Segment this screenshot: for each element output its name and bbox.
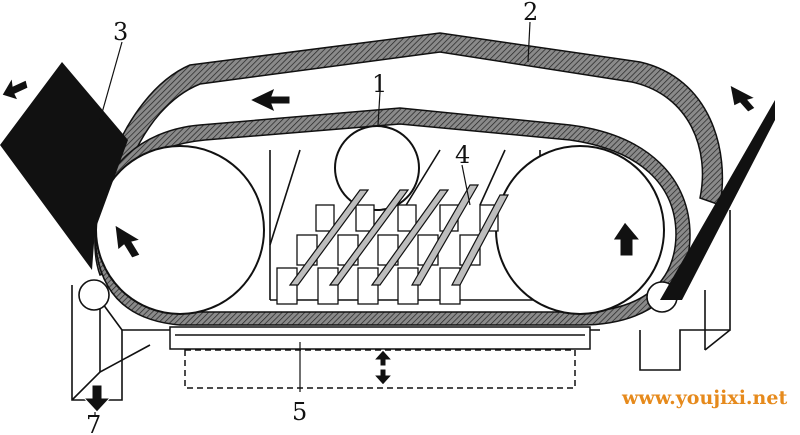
arrow-platen-up — [372, 349, 394, 367]
right-drum — [495, 145, 665, 315]
label-3: 3 — [113, 18, 128, 46]
arrow-feed — [1, 76, 29, 101]
label-5: 5 — [292, 398, 307, 426]
label-7: 7 — [86, 411, 101, 435]
arrow-right-top — [729, 84, 757, 113]
arrow-top-left — [248, 87, 291, 113]
heating-rails — [288, 184, 509, 286]
leader-lines — [94, 21, 531, 415]
watermark-text: www.youjixi.net — [621, 387, 787, 409]
label-4: 4 — [455, 141, 470, 169]
arrow-right-drum — [612, 221, 642, 257]
arrow-platen-down — [372, 368, 394, 386]
feed-chute — [0, 62, 128, 270]
left-guide-roller — [78, 279, 110, 311]
arrow-left-drum — [114, 224, 142, 259]
bottom-platen — [169, 326, 591, 389]
left-drum — [95, 145, 265, 315]
label-1: 1 — [372, 70, 387, 98]
discharge-chute — [660, 100, 775, 300]
arrow-discharge — [82, 384, 112, 413]
label-2: 2 — [523, 0, 538, 26]
idler-roller — [334, 125, 420, 211]
direction-arrows — [1, 76, 757, 413]
heating-bars — [276, 204, 499, 305]
